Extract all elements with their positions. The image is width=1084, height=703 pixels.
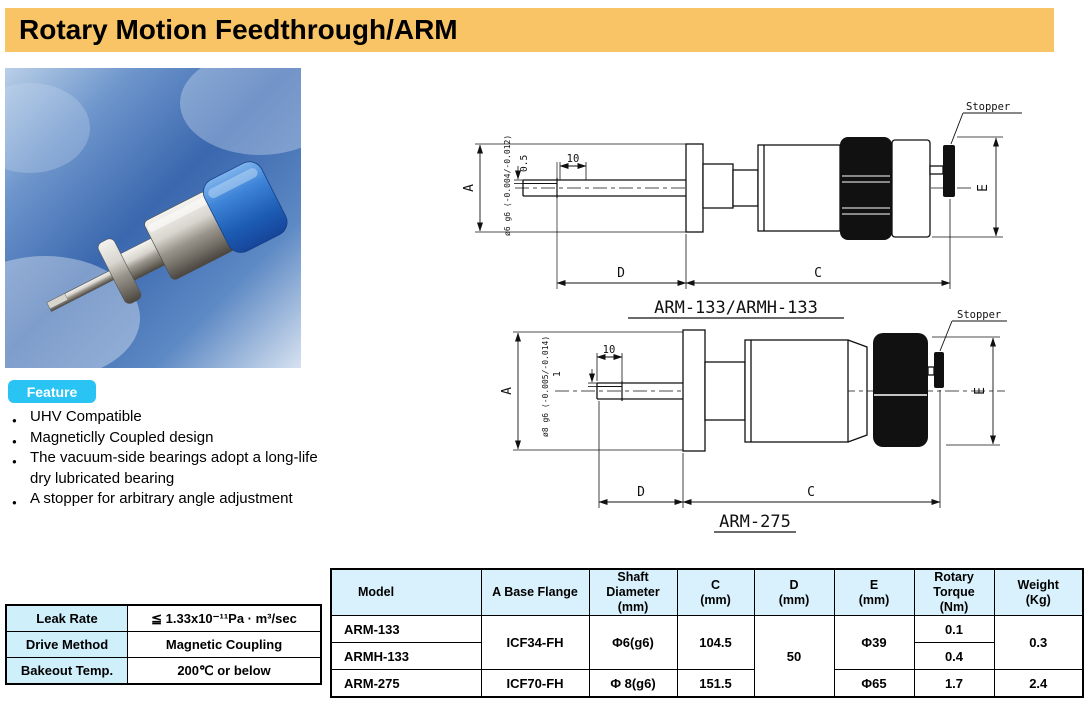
table-row-armh133: ARMH-133 0.4 xyxy=(330,642,1083,670)
leak-rate-value: ≦ 1.33x10⁻¹¹Pa · m³/sec xyxy=(127,604,322,632)
col-d: D(mm) xyxy=(753,568,835,616)
leak-rate-label: Leak Rate xyxy=(5,604,128,632)
col-shaft-diameter: Shaft Diameter(mm) xyxy=(588,568,678,616)
page-title-bar: Rotary Motion Feedthrough/ARM xyxy=(5,8,1054,52)
cell-shaft-275: Φ 8(g6) xyxy=(588,669,678,698)
table-row-arm133: ARM-133 ICF34-FH Φ6(g6) 104.5 50 Φ39 0.1… xyxy=(330,615,1084,698)
feature-item: Magneticlly Coupled design xyxy=(8,428,334,452)
dim-e-label: E xyxy=(973,387,988,395)
feedthrough-device xyxy=(46,161,288,312)
col-e: E(mm) xyxy=(833,568,915,616)
dim-a-label: A xyxy=(500,387,515,395)
knurled-knob xyxy=(840,137,892,240)
flange xyxy=(685,143,704,233)
dim-d-label: D xyxy=(637,485,645,500)
feature-item: The vacuum-side bearings adopt a long-li… xyxy=(8,448,334,489)
table-row: Bakeout Temp. 200℃ or below xyxy=(5,657,322,685)
knurled-knob xyxy=(873,333,928,447)
col-model: Model xyxy=(330,568,482,616)
bakeout-temp-value: 200℃ or below xyxy=(127,657,322,685)
dim-10-label: 10 xyxy=(603,344,616,356)
cell-model-arm133: ARM-133 xyxy=(330,615,482,643)
cell-flange-275: ICF70-FH xyxy=(480,669,590,698)
shaft-outline xyxy=(522,179,686,197)
cell-shaft-133: Φ6(g6) xyxy=(588,615,678,670)
feature-badge: Feature xyxy=(8,380,96,403)
flange xyxy=(682,329,706,452)
cell-c-133: 104.5 xyxy=(676,615,755,670)
cell-flange-133: ICF34-FH xyxy=(480,615,590,670)
drive-method-value: Magnetic Coupling xyxy=(127,631,322,658)
drawing-arm133: A 0.5 10 ø6 g6 (-0.004/-0.012) xyxy=(462,101,1022,319)
col-weight: Weight(Kg) xyxy=(993,568,1084,616)
table-row: Leak Rate ≦ 1.33x10⁻¹¹Pa · m³/sec xyxy=(5,604,322,632)
cell-c-275: 151.5 xyxy=(676,669,755,698)
dim-10-label: 10 xyxy=(567,153,580,165)
dim-a-label: A xyxy=(462,184,477,192)
drive-method-label: Drive Method xyxy=(5,631,128,658)
dim-step-label: 1 xyxy=(552,371,563,377)
product-photo xyxy=(0,51,340,380)
dim-c-label: C xyxy=(814,266,822,281)
page-title: Rotary Motion Feedthrough/ARM xyxy=(19,14,458,45)
body-cylinder xyxy=(744,339,849,443)
cell-weight-133: 0.3 xyxy=(993,615,1084,670)
stopper-label: Stopper xyxy=(957,309,1001,321)
stopper-label: Stopper xyxy=(966,101,1010,113)
stopper-knob xyxy=(943,145,955,197)
cell-d-all: 50 xyxy=(753,615,835,698)
bakeout-temp-label: Bakeout Temp. xyxy=(5,657,128,685)
feature-item: A stopper for arbitrary angle adjustment xyxy=(8,489,334,513)
cell-weight-275: 2.4 xyxy=(993,669,1084,698)
product-photo-image xyxy=(0,51,340,380)
dim-e-label: E xyxy=(976,184,991,192)
shaft-spec-label: ø6 g6 (-0.004/-0.012) xyxy=(503,135,512,236)
shaft-spec-label: ø8 g6 (-0.005/-0.014) xyxy=(541,336,550,437)
col-c: C(mm) xyxy=(676,568,755,616)
drawing2-title: ARM-275 xyxy=(719,512,791,532)
cell-torque-275: 1.7 xyxy=(913,669,995,698)
end-cap xyxy=(891,139,931,238)
drawing1-title: ARM-133/ARMH-133 xyxy=(654,298,818,318)
cell-e-133: Φ39 xyxy=(833,615,915,670)
dim-d-label: D xyxy=(617,266,625,281)
cell-model-armh133: ARMH-133 xyxy=(330,642,482,670)
table-row-arm275: ARM-275 ICF70-FH Φ 8(g6) 151.5 Φ65 1.7 2… xyxy=(330,669,1084,698)
cell-torque-armh133: 0.4 xyxy=(913,642,995,670)
cell-torque-arm133: 0.1 xyxy=(913,615,995,643)
feature-list: UHV Compatible Magneticlly Coupled desig… xyxy=(8,407,334,513)
col-rotary-torque: Rotary Torque(Nm) xyxy=(913,568,995,616)
shaft-outline xyxy=(596,382,683,400)
col-base-flange: A Base Flange xyxy=(480,568,590,616)
cell-model-arm275: ARM-275 xyxy=(330,669,482,698)
feature-item: UHV Compatible xyxy=(8,407,334,431)
cell-e-275: Φ65 xyxy=(833,669,915,698)
table-row: Drive Method Magnetic Coupling xyxy=(5,631,322,658)
header-row: Model A Base Flange Shaft Diameter(mm) C… xyxy=(330,568,1084,616)
dim-step-label: 0.5 xyxy=(519,155,530,172)
device-shaft-tip xyxy=(46,293,69,310)
stopper-knob xyxy=(934,352,944,388)
general-spec-table: Leak Rate ≦ 1.33x10⁻¹¹Pa · m³/sec Drive … xyxy=(5,604,322,685)
body-cylinder xyxy=(757,144,841,232)
drawing-arm275: A 1 10 ø8 g6 (-0.005/-0.014) xyxy=(500,309,1007,533)
dim-c-label: C xyxy=(807,485,815,500)
model-spec-table: Model A Base Flange Shaft Diameter(mm) C… xyxy=(330,568,1084,698)
